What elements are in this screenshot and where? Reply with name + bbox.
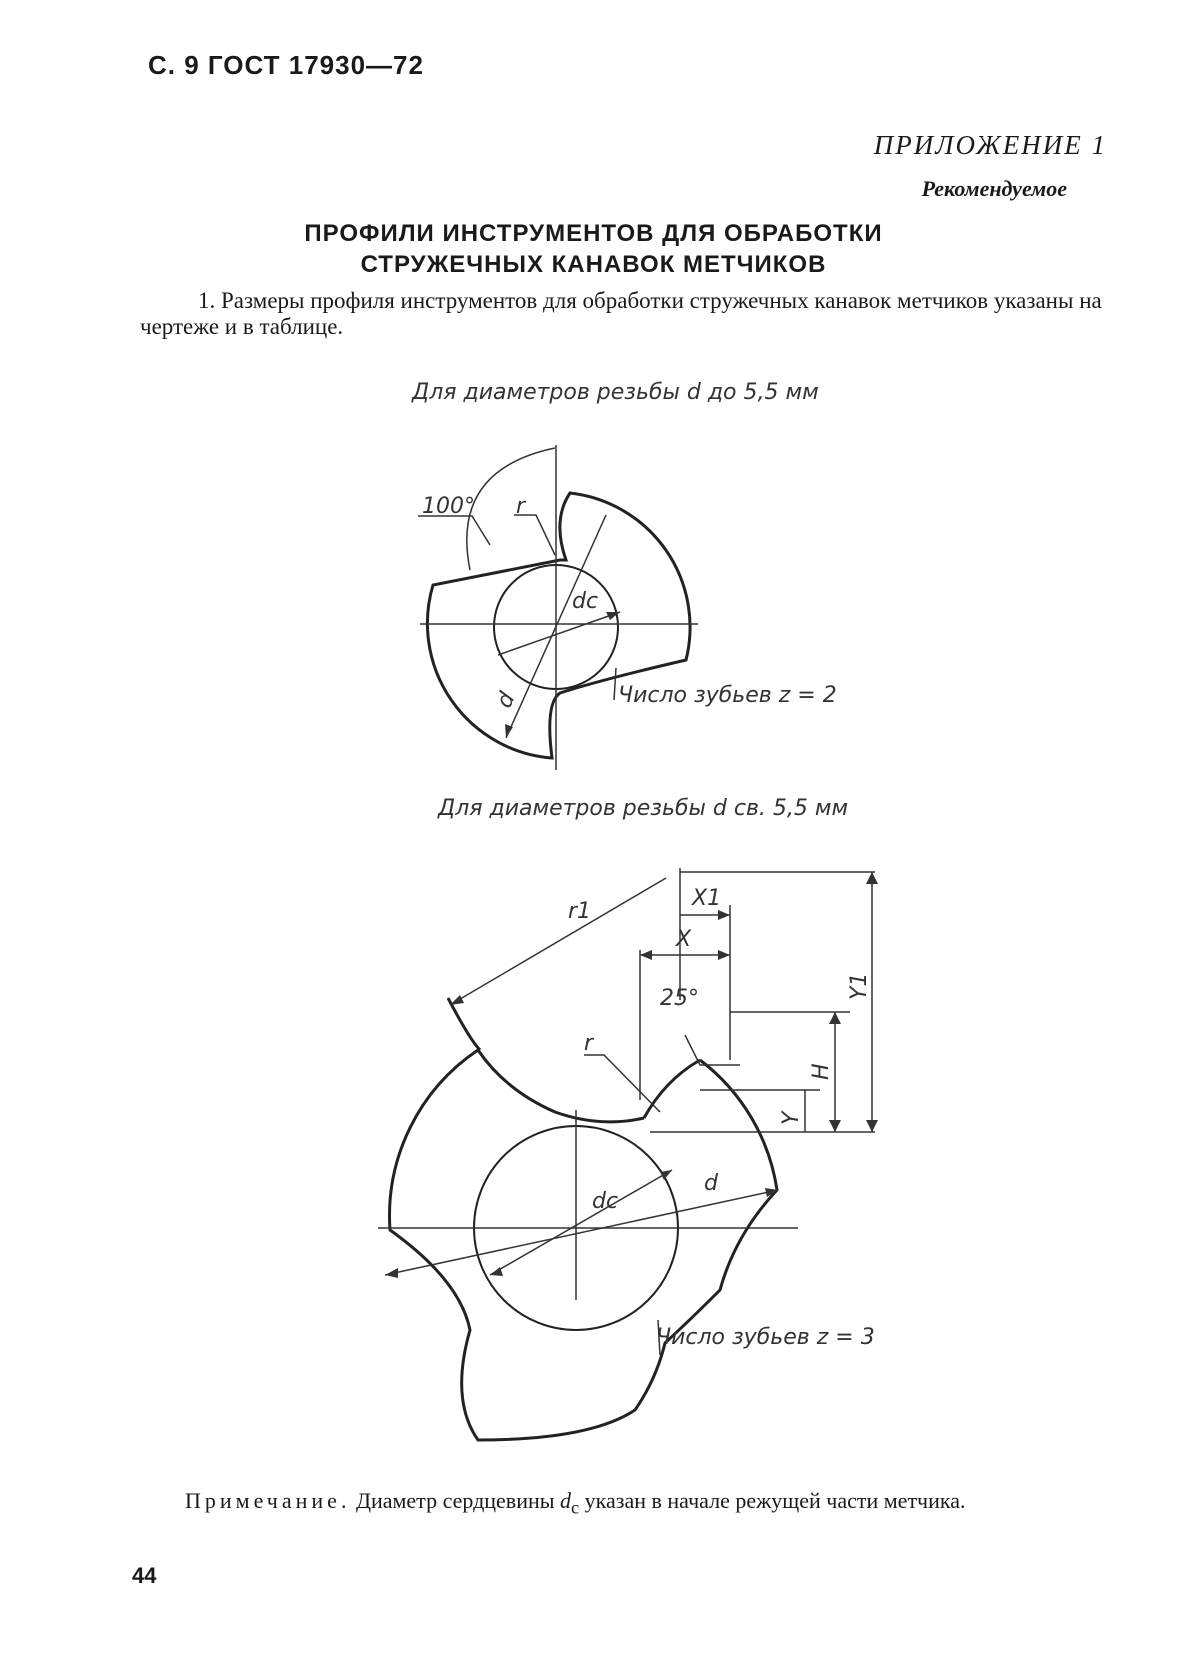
figure1-caption: Для диаметров резьбы d до 5,5 мм [412,380,819,405]
section-title: ПРОФИЛИ ИНСТРУМЕНТОВ ДЛЯ ОБРАБОТКИ СТРУЖ… [0,218,1187,280]
footnote: Примечание. Диаметр сердцевины dс указан… [140,1488,1105,1520]
footnote-subscript: с [571,1497,580,1518]
figure2-x-label: X [675,927,692,952]
figure2-y1-label: Y1 [847,973,872,1000]
figure2-r-label: r [584,1031,595,1056]
figure2-teeth-label: Число зубьев z = 3 [656,1325,875,1350]
figure2-r1-label: r1 [568,899,591,924]
appendix-title: ПРИЛОЖЕНИЕ 1 [873,130,1107,160]
footnote-text-after: указан в начале режущей части метчика. [579,1488,966,1513]
figure2-x1-label: X1 [691,886,721,911]
figure2-profile-outline [388,1048,779,1442]
figure1-angle-label: 100° [422,494,475,519]
figure1-dc-label: dc [572,589,598,614]
body-paragraph: 1. Размеры профиля инструментов для обра… [140,288,1102,339]
footnote-symbol: d [560,1488,572,1513]
document-header: С. 9 ГОСТ 17930—72 [148,50,424,80]
page-number: 44 [132,1563,157,1588]
figure2-y-label: Y [779,1110,804,1125]
figure2-caption: Для диаметров резьбы d св. 5,5 мм [438,796,849,821]
figure1-r-label: r [516,494,527,519]
figure2-h-label: H [809,1063,834,1080]
footnote-lead: Примечание. [185,1488,351,1513]
figure1-teeth-label: Число зубьев z = 2 [618,683,837,708]
appendix-status: Рекомендуемое [921,176,1067,201]
figure1-profile-outline [425,491,692,760]
footnote-text-before: Диаметр сердцевины [350,1488,561,1513]
figure2-d-label: d [704,1171,719,1196]
section-title-line-1: ПРОФИЛИ ИНСТРУМЕНТОВ ДЛЯ ОБРАБОТКИ [304,220,883,247]
figure2-angle-label: 25° [660,986,699,1011]
figure2-dc-label: dc [592,1189,618,1214]
figure2-r1-arc [446,997,482,1052]
section-title-line-2: СТРУЖЕЧНЫХ КАНАВОК МЕТЧИКОВ [360,251,827,278]
